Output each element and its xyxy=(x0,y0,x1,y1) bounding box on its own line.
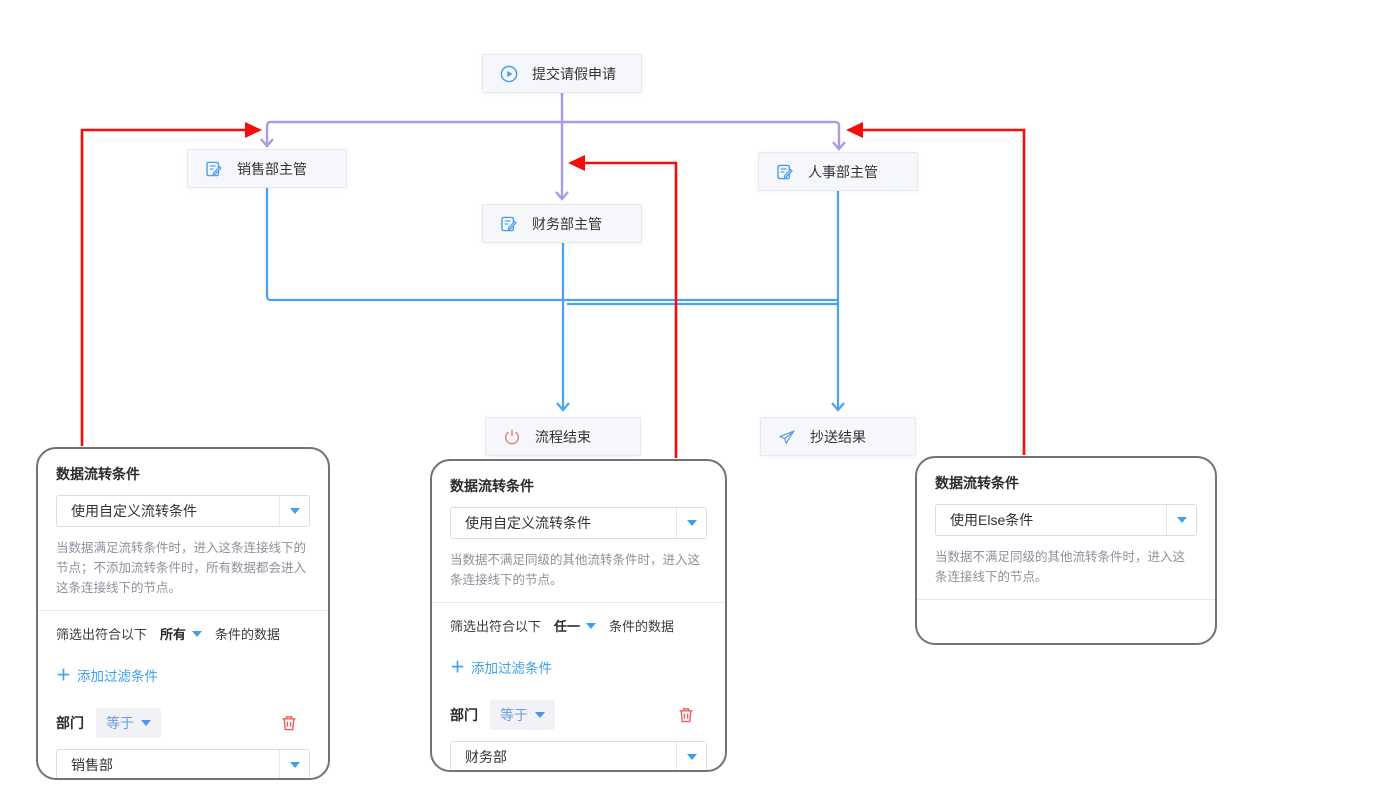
pointer-panel1-line xyxy=(80,128,246,446)
caret-down-icon[interactable] xyxy=(1166,505,1196,535)
filter-mode-dropdown[interactable]: 任一 xyxy=(554,616,597,635)
add-filter-label: 添加过滤条件 xyxy=(471,661,553,676)
operator-value: 等于 xyxy=(500,707,528,723)
field-value: 财务部 xyxy=(465,749,507,765)
node-label: 提交请假申请 xyxy=(532,65,616,82)
divider xyxy=(917,599,1215,600)
paper-plane-icon xyxy=(778,428,796,446)
field-value-select[interactable]: 销售部 xyxy=(56,749,310,778)
pointer-panel2-line xyxy=(584,161,678,458)
condition-panel-sales: 数据流转条件 使用自定义流转条件 当数据满足流转条件时，进入这条连接线下的节点；… xyxy=(36,447,330,780)
trash-icon[interactable] xyxy=(677,706,695,724)
condition-type-value: 使用Else条件 xyxy=(950,512,1034,528)
condition-type-value: 使用自定义流转条件 xyxy=(465,515,591,531)
filter-row: 筛选出符合以下 所有 条件的数据 xyxy=(56,624,310,643)
add-filter-button[interactable]: ＋ 添加过滤条件 xyxy=(450,657,707,677)
chevron-arrow-hr xyxy=(832,141,846,151)
caret-down-icon[interactable] xyxy=(279,496,309,526)
trash-icon[interactable] xyxy=(280,714,298,732)
add-filter-label: 添加过滤条件 xyxy=(77,669,159,684)
caret-down-icon xyxy=(141,720,151,726)
edge-start-branch[interactable] xyxy=(265,120,841,149)
pointer-panel1-arrowhead xyxy=(245,122,262,138)
chevron-arrow-finance xyxy=(555,191,569,201)
filter-prefix: 筛选出符合以下 xyxy=(450,619,542,634)
pointer-panel3-line xyxy=(862,128,1026,455)
chevron-arrow-end xyxy=(556,402,570,412)
operator-value: 等于 xyxy=(106,715,134,731)
condition-field-row: 部门 等于 xyxy=(56,708,310,738)
chevron-arrow-sales xyxy=(260,138,274,148)
operator-dropdown[interactable]: 等于 xyxy=(490,700,555,730)
node-hr-manager[interactable]: 人事部主管 xyxy=(758,152,918,191)
add-filter-button[interactable]: ＋ 添加过滤条件 xyxy=(56,665,310,685)
edit-doc-icon xyxy=(205,160,223,178)
filter-suffix: 条件的数据 xyxy=(609,619,675,634)
condition-type-select[interactable]: 使用Else条件 xyxy=(935,504,1197,536)
condition-type-select[interactable]: 使用自定义流转条件 xyxy=(450,507,707,539)
condition-panel-else: 数据流转条件 使用Else条件 当数据不满足同级的其他流转条件时，进入这条连接线… xyxy=(915,456,1217,645)
node-finance-manager[interactable]: 财务部主管 xyxy=(482,204,642,243)
condition-field-row: 部门 等于 xyxy=(450,700,707,730)
play-circle-icon xyxy=(500,65,518,83)
condition-description: 当数据满足流转条件时，进入这条连接线下的节点；不添加流转条件时，所有数据都会进入… xyxy=(56,541,307,595)
condition-type-value: 使用自定义流转条件 xyxy=(71,503,197,519)
node-label: 流程结束 xyxy=(535,428,591,445)
node-label: 销售部主管 xyxy=(237,160,307,177)
chevron-arrow-cc xyxy=(831,402,845,412)
caret-down-icon[interactable] xyxy=(279,750,309,778)
panel-title: 数据流转条件 xyxy=(450,478,534,494)
condition-description: 当数据不满足同级的其他流转条件时，进入这条连接线下的节点。 xyxy=(935,550,1186,584)
power-icon xyxy=(503,428,521,446)
node-start[interactable]: 提交请假申请 xyxy=(482,54,642,93)
filter-mode-value: 所有 xyxy=(160,627,187,642)
panel-title: 数据流转条件 xyxy=(935,475,1019,491)
caret-down-icon[interactable] xyxy=(676,742,706,770)
field-value-select[interactable]: 财务部 xyxy=(450,741,707,770)
field-value: 销售部 xyxy=(71,757,113,773)
field-label: 部门 xyxy=(56,715,84,731)
divider xyxy=(432,602,725,603)
filter-suffix: 条件的数据 xyxy=(215,627,281,642)
node-label: 抄送结果 xyxy=(810,428,866,445)
filter-mode-dropdown[interactable]: 所有 xyxy=(160,624,203,643)
pointer-panel3-arrowhead xyxy=(846,122,863,138)
node-cc-result[interactable]: 抄送结果 xyxy=(760,417,916,456)
caret-down-icon[interactable] xyxy=(676,508,706,538)
divider xyxy=(38,610,328,611)
filter-row: 筛选出符合以下 任一 条件的数据 xyxy=(450,616,707,635)
node-label: 财务部主管 xyxy=(532,215,602,232)
plus-icon: ＋ xyxy=(56,666,72,684)
condition-description: 当数据不满足同级的其他流转条件时，进入这条连接线下的节点。 xyxy=(450,553,701,587)
condition-panel-finance: 数据流转条件 使用自定义流转条件 当数据不满足同级的其他流转条件时，进入这条连接… xyxy=(430,459,727,772)
condition-type-select[interactable]: 使用自定义流转条件 xyxy=(56,495,310,527)
node-process-end[interactable]: 流程结束 xyxy=(485,417,641,456)
operator-dropdown[interactable]: 等于 xyxy=(96,708,161,738)
filter-mode-value: 任一 xyxy=(554,619,581,634)
caret-down-icon xyxy=(586,622,597,629)
caret-down-icon xyxy=(535,712,545,718)
edge-sales-bus[interactable] xyxy=(265,188,838,302)
edit-doc-icon xyxy=(776,163,794,181)
pointer-panel2-arrowhead xyxy=(568,155,585,171)
node-sales-manager[interactable]: 销售部主管 xyxy=(187,149,347,188)
field-label: 部门 xyxy=(450,707,478,723)
edit-doc-icon xyxy=(500,215,518,233)
caret-down-icon xyxy=(192,630,203,637)
panel-title: 数据流转条件 xyxy=(56,466,140,482)
plus-icon: ＋ xyxy=(450,658,466,676)
node-label: 人事部主管 xyxy=(808,163,878,180)
filter-prefix: 筛选出符合以下 xyxy=(56,627,148,642)
